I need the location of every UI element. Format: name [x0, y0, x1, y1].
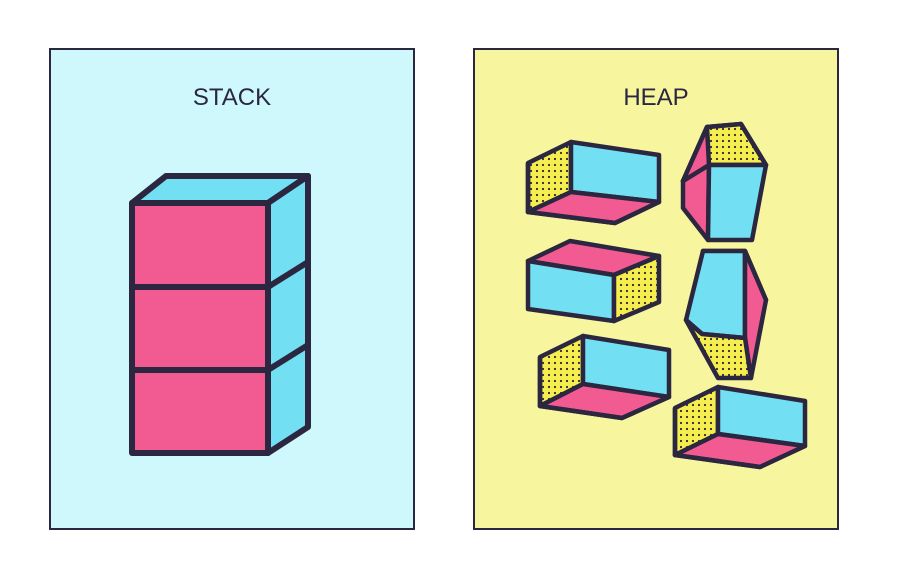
heap-block — [680, 121, 769, 243]
heap-block — [683, 248, 769, 381]
stack-block — [129, 367, 271, 456]
heap-block — [525, 139, 662, 226]
stack-side-face — [265, 173, 311, 456]
stack-panel-title: STACK — [193, 84, 271, 111]
heap-panel: HEAP — [473, 48, 839, 530]
stack-block — [129, 200, 271, 290]
heap-block — [672, 384, 808, 470]
heap-block — [525, 238, 662, 324]
heap-block — [537, 333, 672, 421]
stack-column — [129, 173, 311, 456]
heap-panel-title: HEAP — [623, 84, 688, 111]
stack-side-divider — [266, 342, 310, 373]
stack-side-divider — [266, 259, 310, 290]
stack-panel: STACK — [49, 48, 415, 530]
stack-block — [129, 284, 271, 373]
